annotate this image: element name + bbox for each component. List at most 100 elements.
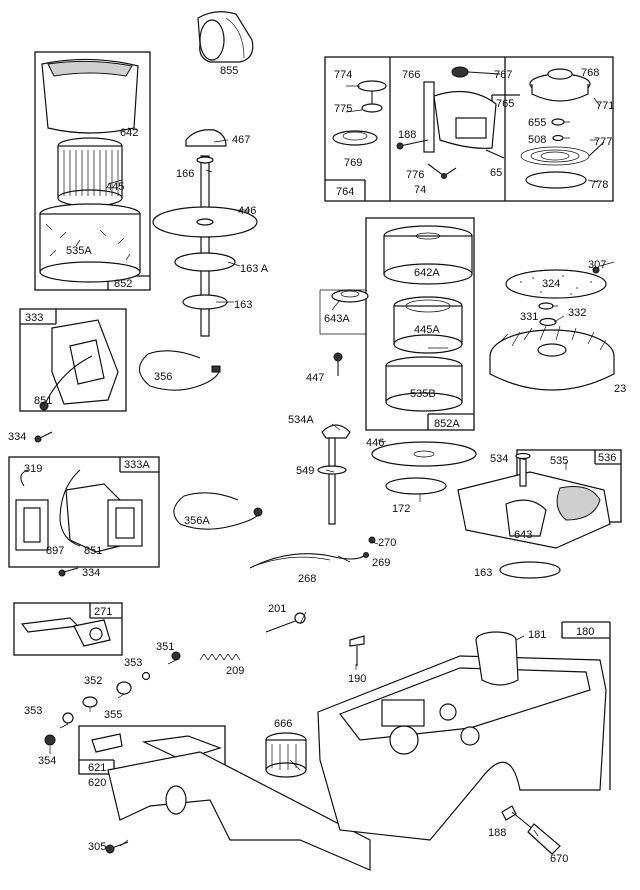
- label-777: 777: [594, 136, 612, 148]
- label-270: 270: [378, 537, 396, 549]
- part-535A-precleaner: [39, 203, 141, 283]
- part-201-rod: [265, 612, 306, 633]
- part-166-stud: [196, 155, 214, 337]
- part-768-starter: [529, 68, 591, 102]
- part-467-nut: [185, 129, 227, 147]
- label-172: 172: [392, 503, 410, 515]
- part-209-spring: [199, 653, 241, 661]
- label-897: 897: [46, 545, 64, 557]
- label-307: 307: [588, 259, 606, 271]
- assembly-box-764: [324, 56, 614, 202]
- label-764: 764: [336, 186, 354, 198]
- label-356: 356: [154, 371, 172, 383]
- assembly-box-333: [19, 308, 127, 412]
- part-446-gasket: [152, 206, 258, 238]
- part-270-clip: [368, 536, 376, 544]
- label-666: 666: [274, 718, 292, 730]
- part-188-screw-lower: [501, 805, 535, 831]
- label-332: 332: [568, 307, 586, 319]
- label-353-lower: 353: [24, 705, 42, 717]
- label-655: 655: [528, 117, 546, 129]
- part-778-cup: [525, 171, 587, 189]
- label-209: 209: [226, 665, 244, 677]
- part-355-nut: [82, 696, 98, 708]
- label-74: 74: [414, 184, 426, 196]
- assembly-box-271: [13, 602, 123, 656]
- label-778: 778: [590, 179, 608, 191]
- label-534A: 534A: [288, 414, 314, 426]
- label-445A: 445A: [414, 324, 440, 336]
- part-777-spring: [520, 141, 605, 166]
- part-163-gasket-lower: [499, 561, 561, 579]
- assembly-box-852A: [365, 217, 475, 431]
- assembly-box-852: [34, 51, 151, 291]
- part-445A-filter: [393, 296, 463, 354]
- label-23: 23: [614, 383, 626, 395]
- label-324: 324: [542, 278, 560, 290]
- label-190: 190: [348, 673, 366, 685]
- label-643: 643: [514, 529, 532, 541]
- part-620-plate: [107, 751, 371, 871]
- label-181: 181: [528, 629, 546, 641]
- part-549-washer: [317, 465, 347, 475]
- part-535B-precleaner: [385, 356, 463, 412]
- label-765: 765: [496, 98, 514, 110]
- label-467: 467: [232, 134, 250, 146]
- label-535B: 535B: [410, 388, 436, 400]
- part-172-gasket: [385, 477, 447, 495]
- label-534: 534: [490, 453, 508, 465]
- label-446-lower: 446: [366, 437, 384, 449]
- part-549-stud: [328, 437, 336, 525]
- part-334-screw-upper: [34, 431, 53, 443]
- label-334-lower: 334: [82, 567, 100, 579]
- part-333A-module: [15, 469, 143, 553]
- part-769-gear: [332, 130, 378, 146]
- label-851-upper: 851: [34, 395, 52, 407]
- label-268: 268: [298, 573, 316, 585]
- label-766: 766: [402, 69, 420, 81]
- part-307-screw: [592, 266, 600, 274]
- part-446-gasket-lower: [371, 441, 477, 467]
- part-670-line: [527, 823, 561, 855]
- part-351-nut: [171, 651, 181, 661]
- label-621: 621: [88, 762, 106, 774]
- label-774: 774: [334, 69, 352, 81]
- label-775: 775: [334, 103, 352, 115]
- part-332-nut: [539, 317, 557, 327]
- label-188-upper: 188: [398, 129, 416, 141]
- part-642A-cover: [383, 225, 473, 285]
- label-776: 776: [406, 169, 424, 181]
- part-271-lever: [20, 617, 111, 647]
- label-771: 771: [596, 100, 614, 112]
- part-305-screw: [105, 841, 129, 854]
- part-353-washer-lower: [62, 712, 74, 724]
- part-188-screw-upper: [396, 139, 429, 150]
- label-549: 549: [296, 465, 314, 477]
- part-331-washer: [538, 302, 554, 310]
- part-324-screen: [505, 269, 607, 299]
- label-65: 65: [490, 167, 502, 179]
- part-534A-wingnut: [321, 424, 351, 439]
- label-166: 166: [176, 168, 194, 180]
- part-356-wire: [138, 350, 221, 391]
- label-508: 508: [528, 134, 546, 146]
- label-356A: 356A: [184, 515, 210, 527]
- label-201: 201: [268, 603, 286, 615]
- label-163A: 163 A: [240, 263, 269, 275]
- label-354: 354: [38, 755, 56, 767]
- part-666-cap: [265, 732, 307, 778]
- label-163-lower: 163: [474, 567, 492, 579]
- label-355: 355: [104, 709, 122, 721]
- label-271: 271: [94, 606, 112, 618]
- part-354-knob: [44, 734, 56, 746]
- label-851-lower: 851: [84, 545, 102, 557]
- label-536: 536: [598, 452, 616, 464]
- assembly-box-333A: [8, 456, 160, 568]
- part-190-screw: [349, 635, 365, 666]
- label-768: 768: [581, 67, 599, 79]
- label-767: 767: [494, 69, 512, 81]
- label-334-upper: 334: [8, 431, 26, 443]
- label-643A: 643A: [324, 313, 350, 325]
- part-445-filter: [57, 137, 123, 207]
